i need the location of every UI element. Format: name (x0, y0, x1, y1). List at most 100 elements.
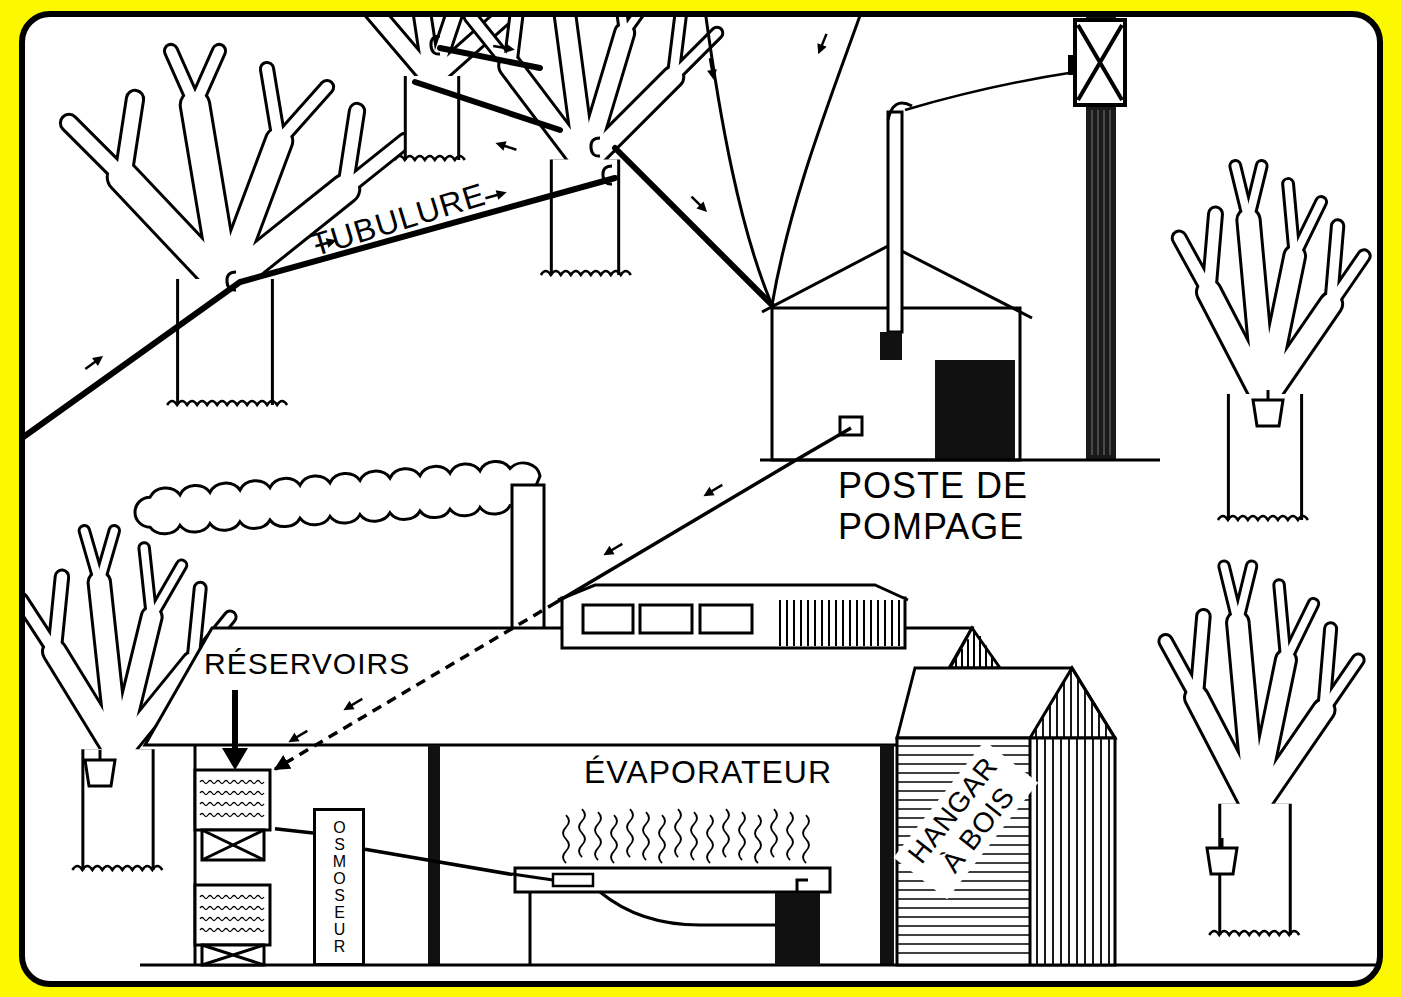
tree-fill (1255, 710, 1324, 810)
tree-outline (279, 87, 327, 141)
tree-outline (1286, 604, 1314, 660)
tree-fill (22, 600, 54, 652)
tree-outline (1197, 616, 1204, 697)
tree-outline (510, 14, 519, 66)
vent-pipe-top (888, 103, 912, 120)
sap-surface (200, 907, 264, 910)
tree-outline (1227, 394, 1303, 520)
tree-outline (1279, 585, 1286, 660)
tree-fill (1224, 566, 1238, 622)
tree-outline (195, 51, 219, 105)
tree-fill (195, 105, 225, 285)
flow-arrow-head (707, 69, 719, 81)
gable-hatch (973, 630, 975, 668)
ground-line (760, 459, 1160, 462)
tubing-line (440, 48, 540, 68)
syrup-valve (797, 880, 808, 893)
tree-outline (144, 548, 151, 617)
tree-outline (123, 99, 135, 177)
float-box (553, 874, 593, 886)
gable-hatch (1077, 676, 1079, 738)
steam-wave (707, 815, 713, 863)
shed-plank (1060, 738, 1062, 965)
flow-arrow-head (494, 138, 507, 151)
pipe-stub (796, 428, 851, 460)
tubing-line (415, 82, 560, 130)
steam-wave (787, 812, 793, 860)
tree-base (167, 401, 287, 405)
tree-fill (84, 531, 99, 583)
tree-outline (99, 531, 114, 583)
pole-grain (1098, 110, 1099, 455)
tree-outline (81, 749, 154, 870)
tree-outline (152, 565, 182, 617)
shack-post (428, 745, 440, 965)
shack-gable (950, 628, 1000, 668)
node-label: OSMOSEUR (331, 819, 347, 955)
flow-arrow (701, 481, 725, 501)
tree-outline (1209, 214, 1216, 292)
shed-plank (1068, 738, 1070, 965)
maple-tree (1166, 566, 1359, 935)
transformer-knob (1068, 55, 1076, 75)
vent-pipe (888, 112, 902, 332)
steam-wave (755, 815, 761, 863)
transformer-cross (1078, 25, 1122, 100)
cupola-hatch (877, 600, 879, 646)
flow-arrow-shaft (821, 34, 826, 47)
gable-hatch (991, 655, 993, 668)
shed-plank (1052, 738, 1054, 965)
shed-gable (1030, 668, 1115, 738)
gable-hatch (1091, 700, 1093, 738)
spout-hook (227, 272, 236, 290)
sap-tanks: RÉSERVOIRS (190, 765, 275, 970)
flow-arrow-shaft (692, 197, 702, 207)
tree-fill (510, 14, 519, 66)
flow-arrow (484, 188, 508, 204)
steam-wave (563, 815, 569, 863)
cupola-hatch (870, 600, 872, 646)
cupola-window (700, 605, 752, 633)
cupola-hatch (856, 600, 858, 646)
pole-grain (1110, 110, 1111, 455)
shed-plank (897, 880, 1030, 882)
cupola-hatch (835, 600, 837, 646)
tree-fill (84, 749, 151, 870)
flow-arrow-head (601, 546, 615, 560)
flow-arrow-head (696, 201, 710, 215)
shed-plank (897, 907, 1030, 909)
tree-fill (1166, 641, 1197, 697)
tree-outline (171, 51, 195, 105)
steam-wave (771, 809, 777, 857)
tree-outline (1238, 566, 1252, 622)
shed-plank (897, 943, 1030, 945)
cupola-hatch (863, 600, 865, 646)
pump-house: POSTE DE POMPAGE (770, 305, 1020, 460)
transformer-box (1075, 20, 1125, 105)
shed-corner (1029, 738, 1032, 965)
tree-outline (1295, 202, 1321, 256)
pole-grain (1104, 110, 1105, 455)
shed-roof (897, 668, 1115, 738)
sap-pipe (275, 460, 796, 769)
flow-arrow (82, 352, 106, 373)
gable-hatch (1105, 723, 1107, 738)
flow-arrow (341, 695, 365, 715)
cupola (562, 598, 905, 648)
sap-surface (200, 814, 264, 817)
flow-arrow-head (92, 352, 106, 366)
gable-hatch (1070, 670, 1072, 738)
tree-branch (772, 14, 862, 305)
stand-brace (202, 945, 264, 965)
maple-tree (1179, 166, 1364, 520)
flow-arrow-shaft (493, 46, 507, 48)
shed-plank (1076, 738, 1078, 965)
steam-wave (675, 809, 681, 857)
flow-arrow (286, 727, 310, 747)
concentrate-line (365, 849, 512, 874)
cupola-hatch (884, 600, 886, 646)
cupola-hatch (891, 600, 893, 646)
gable-hatch (1042, 716, 1044, 738)
